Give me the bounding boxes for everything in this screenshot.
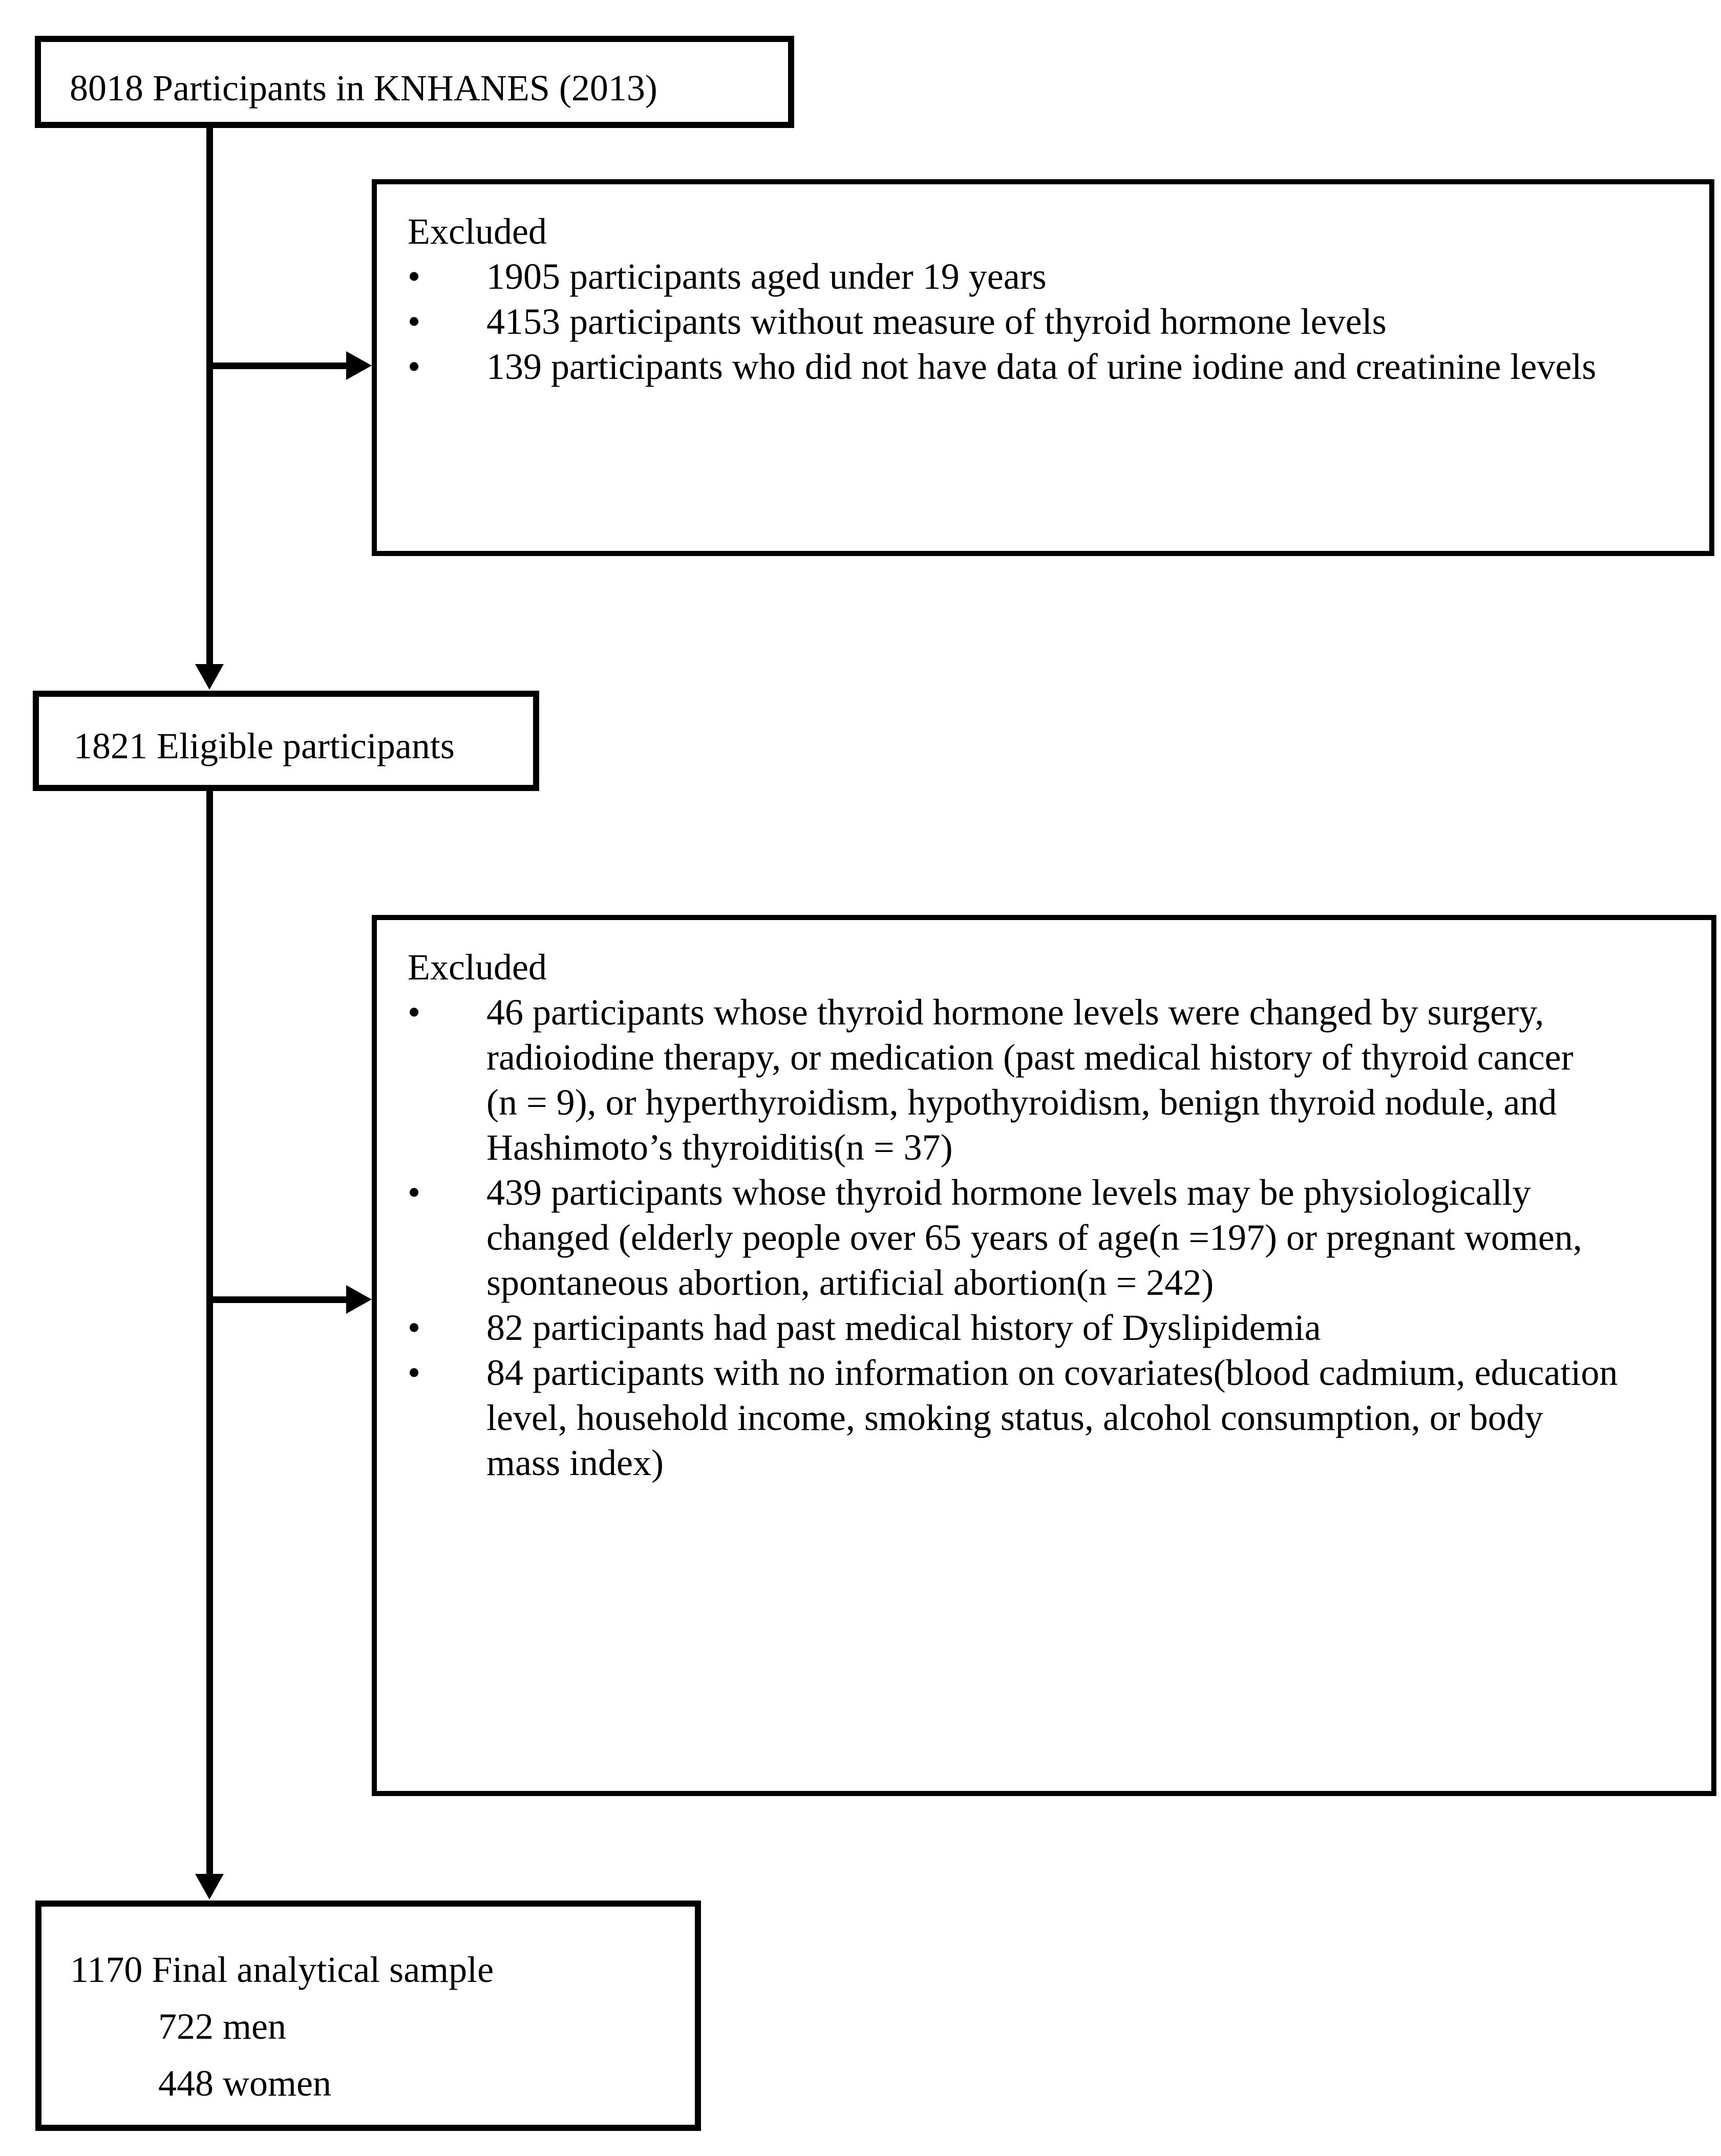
connector-vertical-line-1: [206, 128, 213, 667]
excluded-item-text: (n = 9), or hyperthyroidism, hypothyroid…: [486, 1082, 1557, 1123]
box-final-sample: 1170 Final analytical sample 722 men 448…: [35, 1901, 701, 2131]
final-sample-women-count: 448 women: [158, 2063, 331, 2104]
arrow-right-icon: [346, 351, 372, 380]
connector-horizontal-line-1: [206, 362, 350, 369]
excluded-item-text: mass index): [486, 1442, 664, 1483]
list-item-continuation: spontaneous abortion, artificial abortio…: [408, 1260, 1711, 1305]
box-excluded-second: Excluded • 46 participants whose thyroid…: [372, 915, 1716, 1796]
total-participants-label: 8018 Participants in KNHANES (2013): [70, 68, 657, 109]
final-sample-men-count: 722 men: [158, 2006, 286, 2047]
connector-vertical-line-2: [206, 791, 213, 1877]
bullet-spacer: [408, 1260, 486, 1305]
bullet-spacer: [408, 1395, 486, 1440]
list-item: • 139 participants who did not have data…: [408, 344, 1709, 389]
excluded-item-text: 4153 participants without measure of thy…: [486, 301, 1387, 342]
excluded-item-text: radioiodine therapy, or medication (past…: [486, 1037, 1574, 1078]
bullet-icon: •: [408, 346, 421, 387]
list-item-continuation: Hashimoto’s thyroiditis(n = 37): [408, 1125, 1711, 1170]
excluded-item-text: 439 participants whose thyroid hormone l…: [486, 1172, 1531, 1213]
list-item: • 84 participants with no information on…: [408, 1350, 1711, 1395]
list-item-continuation: mass index): [408, 1440, 1711, 1485]
list-item-continuation: level, household income, smoking status,…: [408, 1395, 1711, 1440]
excluded-item-text: 139 participants who did not have data o…: [486, 346, 1597, 387]
final-sample-women: 448 women: [70, 2055, 695, 2112]
bullet-icon: •: [408, 1172, 421, 1213]
final-sample-label: 1170 Final analytical sample: [70, 1941, 695, 1998]
list-item: • 82 participants had past medical histo…: [408, 1305, 1711, 1350]
excluded-heading: Excluded: [408, 211, 547, 252]
arrow-down-icon: [195, 1874, 224, 1899]
list-item-continuation: (n = 9), or hyperthyroidism, hypothyroid…: [408, 1080, 1711, 1125]
eligible-participants-label: 1821 Eligible participants: [74, 725, 455, 766]
list-item: • 46 participants whose thyroid hormone …: [408, 990, 1711, 1035]
bullet-icon: •: [408, 992, 421, 1033]
bullet-icon: •: [408, 301, 421, 342]
bullet-spacer: [408, 1215, 486, 1260]
list-item: • 439 participants whose thyroid hormone…: [408, 1170, 1711, 1215]
excluded-item-text: 1905 participants aged under 19 years: [486, 256, 1047, 297]
final-sample-men: 722 men: [70, 1998, 695, 2055]
bullet-icon: •: [408, 1352, 421, 1393]
excluded-item-text: level, household income, smoking status,…: [486, 1397, 1543, 1438]
arrow-right-icon: [346, 1285, 372, 1314]
connector-horizontal-line-2: [206, 1296, 350, 1303]
arrow-down-icon: [195, 664, 224, 690]
bullet-spacer: [408, 1440, 486, 1485]
box-excluded-first: Excluded • 1905 participants aged under …: [372, 179, 1714, 556]
list-item-continuation: changed (elderly people over 65 years of…: [408, 1215, 1711, 1260]
bullet-spacer: [408, 1080, 486, 1125]
box-total-participants: 8018 Participants in KNHANES (2013): [35, 36, 794, 128]
bullet-icon: •: [408, 256, 421, 297]
bullet-spacer: [408, 1035, 486, 1080]
excluded-item-text: 82 participants had past medical history…: [486, 1307, 1321, 1348]
box-eligible-participants: 1821 Eligible participants: [33, 691, 539, 791]
excluded-item-text: 84 participants with no information on c…: [486, 1352, 1618, 1393]
list-item: • 4153 participants without measure of t…: [408, 299, 1709, 344]
final-sample-total: 1170 Final analytical sample: [70, 1949, 494, 1990]
excluded-item-text: Hashimoto’s thyroiditis(n = 37): [486, 1127, 953, 1168]
list-item: • 1905 participants aged under 19 years: [408, 254, 1709, 299]
list-item-continuation: radioiodine therapy, or medication (past…: [408, 1035, 1711, 1080]
excluded-item-text: spontaneous abortion, artificial abortio…: [486, 1262, 1214, 1303]
bullet-icon: •: [408, 1307, 421, 1348]
bullet-spacer: [408, 1125, 486, 1170]
excluded-item-text: changed (elderly people over 65 years of…: [486, 1217, 1582, 1258]
excluded-item-text: 46 participants whose thyroid hormone le…: [486, 992, 1544, 1033]
excluded-heading: Excluded: [408, 947, 547, 988]
